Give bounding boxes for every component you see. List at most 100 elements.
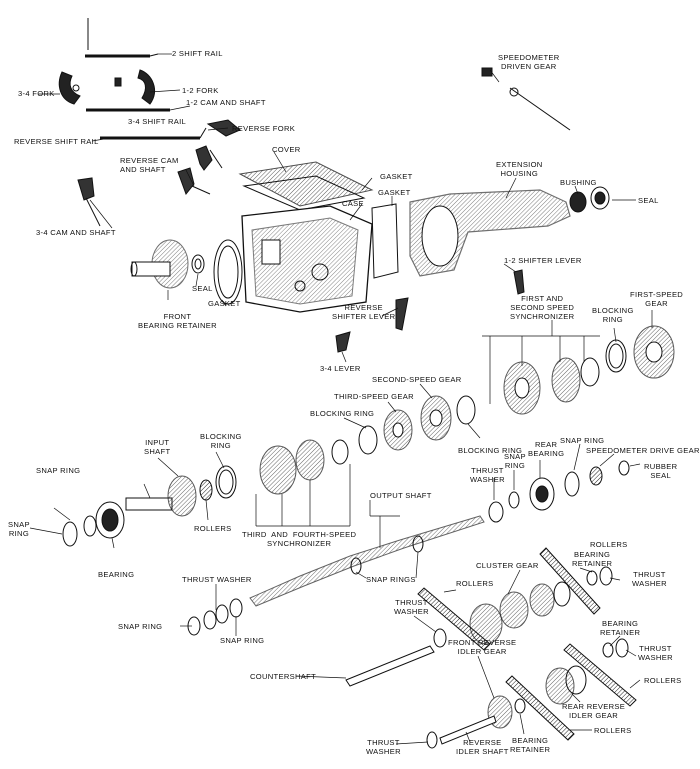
gasket-top-part [242, 175, 366, 211]
label-rollers-input: ROLLERS [194, 524, 232, 533]
label-third-fourth-synchronizer: THIRD AND FOURTH-SPEED SYNCHRONIZER [242, 530, 357, 548]
label-snap-ring-far-left: SNAP RING [8, 520, 30, 538]
label-3-4-lever: 3-4 LEVER [320, 364, 361, 373]
snap-ring-upper-left-part [83, 515, 97, 537]
label-extension-housing: EXTENSION HOUSING [496, 160, 543, 178]
label-3-4-cam-and-shaft: 3-4 CAM AND SHAFT [36, 228, 116, 237]
label-snap-rings: SNAP RINGS [366, 575, 416, 584]
label-gasket-top: GASKET [380, 172, 413, 181]
label-thrust-washer-bottom: THRUST WASHER [366, 738, 401, 756]
seal-right-part [590, 186, 610, 210]
snap-ring-far-left-part [62, 521, 78, 547]
label-case: CASE [342, 199, 364, 208]
label-second-speed-gear: SECOND-SPEED GEAR [372, 375, 462, 384]
label-gasket-left: GASKET [208, 299, 241, 308]
third-speed-gear-part [383, 409, 413, 451]
label-bearing-retainer-right: BEARING RETAINER [600, 619, 641, 637]
thrust-washer-output-part [488, 501, 504, 523]
snap-ring-right-part [564, 471, 580, 497]
shift-rail-2-part [85, 18, 159, 58]
blocking-ring-mid-part [358, 425, 378, 455]
label-snap-ring-upper-left: SNAP RING [36, 466, 81, 475]
reverse-idler-shaft-part [439, 715, 497, 745]
gasket-mid-part [371, 203, 399, 279]
label-3-4-shift-rail: 3-4 SHIFT RAIL [128, 117, 187, 126]
label-rollers-top-right: ROLLERS [590, 540, 628, 549]
rear-bearing-part [529, 477, 555, 511]
label-blocking-ring-lower: BLOCKING RING [458, 446, 523, 455]
label-bearing-retainer-top: BEARING RETAINER [572, 550, 613, 568]
fork-3-4-part [58, 71, 81, 105]
lever-3-4-part [335, 331, 351, 353]
first-speed-gear-part [633, 325, 675, 379]
label-first-speed-gear: FIRST-SPEED GEAR [630, 290, 684, 308]
label-front-bearing-retainer: FRONT BEARING RETAINER [138, 312, 217, 330]
thrust-washer-top-right-part [599, 566, 613, 586]
extension-housing-part [409, 189, 571, 277]
second-speed-gear-part [420, 395, 452, 441]
label-rear-reverse-idler-gear: REAR REVERSE IDLER GEAR [562, 702, 626, 720]
rollers-input-part [199, 479, 213, 501]
speedometer-drive-gear-part [589, 466, 603, 486]
label-thrust-washer-top-right: THRUST WASHER [632, 570, 667, 588]
label-thrust-washer-left: THRUST WASHER [182, 575, 252, 584]
label-blocking-ring-mid: BLOCKING RING [310, 409, 375, 418]
label-speedometer-drive-gear: SPEEDOMETER DRIVE GEAR [586, 446, 700, 455]
rear-reverse-idler-gear-part [545, 665, 587, 705]
shifter-lever-1-2-part [513, 269, 525, 295]
label-bearing-retainer-bottom: BEARING RETAINER [510, 736, 551, 754]
label-rollers-right: ROLLERS [644, 676, 682, 685]
first-second-sync-part [503, 357, 600, 415]
label-bearing: BEARING [98, 570, 135, 579]
reverse-shifter-lever-part [395, 297, 409, 331]
label-seal-right: SEAL [638, 196, 659, 205]
label-snap-ring-rear: SNAP RING [504, 452, 526, 470]
label-seal-left: SEAL [192, 284, 213, 293]
output-shaft-part [249, 515, 485, 607]
case-part [241, 205, 373, 313]
bushing-part [569, 191, 587, 213]
thrust-washer-left-part [187, 598, 243, 636]
label-thrust-washer-right: THRUST WASHER [638, 644, 673, 662]
thrust-washer-right-part [615, 638, 629, 658]
label-output-shaft: OUTPUT SHAFT [370, 491, 432, 500]
leader-lines [29, 53, 653, 745]
label-cluster-gear: CLUSTER GEAR [476, 561, 539, 570]
label-countershaft: COUNTERSHAFT [250, 672, 317, 681]
reverse-cam-part [177, 167, 211, 196]
rollers-right-part [563, 643, 637, 707]
label-first-second-synchronizer: FIRST AND SECOND SPEED SYNCHRONIZER [510, 294, 575, 321]
label-rear-bearing: REAR BEARING [528, 440, 565, 458]
thrust-washer-cluster-part [433, 628, 447, 648]
label-speedometer-driven-gear: SPEEDOMETER DRIVEN GEAR [498, 53, 560, 71]
front-bearing-retainer-part [130, 239, 189, 289]
bearing-retainer-right-part [602, 642, 614, 658]
label-snap-ring-lower-left: SNAP RING [118, 622, 163, 631]
label-snap-ring-lower: SNAP RING [220, 636, 265, 645]
bearing-retainer-bottom-part [514, 698, 526, 714]
rubber-seal-part [618, 460, 630, 476]
label-blocking-ring-right: BLOCKING RING [592, 306, 634, 324]
label-rollers-bottom: ROLLERS [594, 726, 632, 735]
cam-shaft-3-4-part [77, 177, 101, 227]
blocking-ring-right-part [605, 339, 627, 373]
label-rollers-cluster-left: ROLLERS [456, 579, 494, 588]
label-reverse-cam-and-shaft: REVERSE CAM AND SHAFT [120, 156, 179, 174]
label-gasket-mid: GASKET [378, 188, 411, 197]
reverse-fork-part [199, 119, 241, 139]
third-fourth-sync-part [259, 439, 349, 495]
label-1-2-cam-and-shaft: 1-2 CAM AND SHAFT [186, 98, 266, 107]
cluster-gear-part [469, 581, 571, 645]
snap-ring-rear-part [508, 491, 520, 509]
label-cover: COVER [272, 145, 301, 154]
blocking-ring-left-part [215, 465, 237, 499]
label-front-reverse-idler-gear: FRONT REVERSE IDLER GEAR [448, 638, 517, 656]
input-shaft-part [125, 475, 197, 517]
label-thrust-washer-cluster: THRUST WASHER [394, 598, 429, 616]
label-reverse-fork: REVERSE FORK [232, 124, 296, 133]
label-third-speed-gear: THIRD-SPEED GEAR [334, 392, 414, 401]
label-3-4-fork: 3-4 FORK [18, 89, 55, 98]
label-bushing: BUSHING [560, 178, 597, 187]
